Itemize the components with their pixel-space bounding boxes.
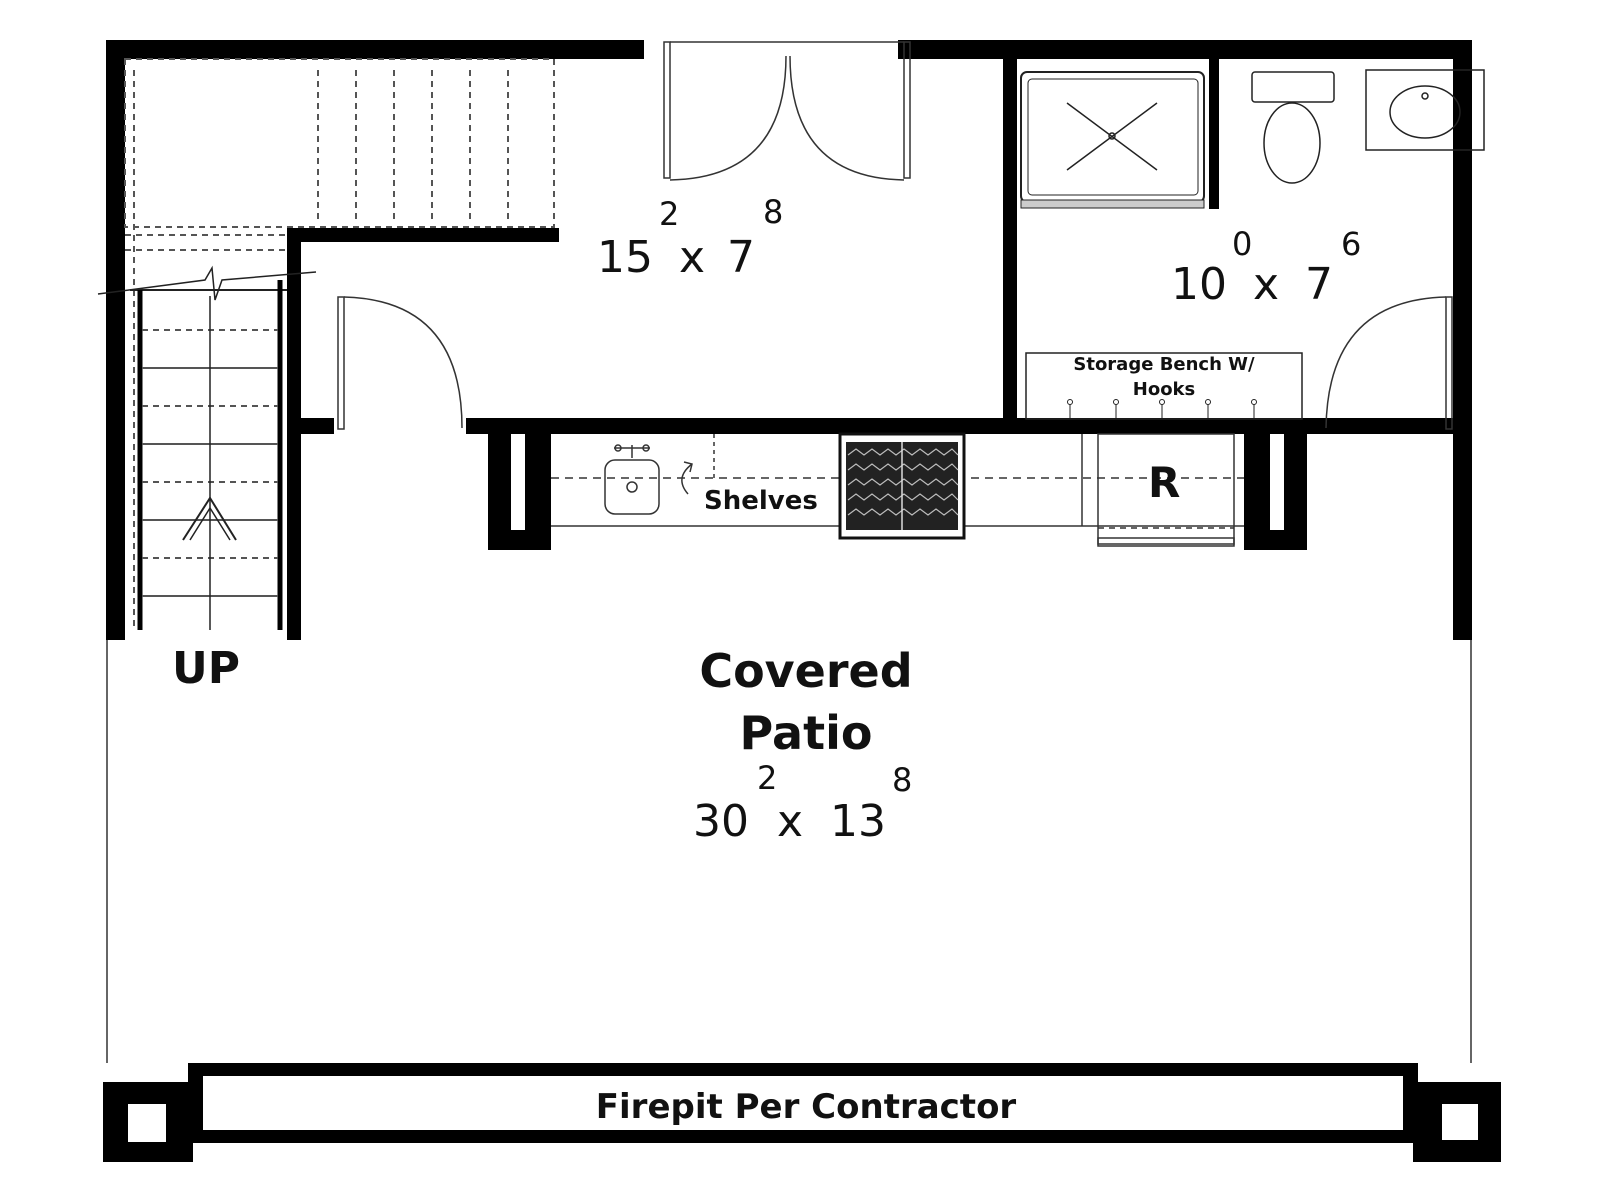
- patio-dim-b-inches: 8: [892, 761, 913, 799]
- door-bathroom: [1325, 296, 1453, 430]
- door-room1: [337, 296, 463, 430]
- storage-bench-label-line1: Storage Bench W/: [1073, 354, 1255, 375]
- patio-outline: [106, 640, 1472, 1063]
- firepit-label: Firepit Per Contractor: [595, 1087, 1017, 1127]
- patio-dim-b: 13: [830, 796, 886, 847]
- patio-name-line2: Patio: [739, 706, 873, 760]
- column-voids: [511, 434, 1284, 530]
- patio-name-line1: Covered: [699, 644, 913, 698]
- room1-dim-x: x: [679, 232, 706, 283]
- bathroom-sink: [1365, 69, 1485, 151]
- stairs-up-label: UP: [172, 643, 240, 694]
- room2-dim-b-inches: 6: [1341, 225, 1362, 263]
- room2-dim-x: x: [1253, 259, 1280, 310]
- storage-bench: [1025, 352, 1303, 420]
- room1-dim-b: 7: [727, 232, 755, 283]
- room2-dim-b: 7: [1305, 259, 1333, 310]
- room1-dim-a-inches: 2: [659, 195, 680, 233]
- room2-dim-a: 10: [1171, 259, 1227, 310]
- room1-dim-a: 15: [597, 232, 653, 283]
- room1-dimension: 15: [597, 236, 653, 280]
- exterior-walls: [106, 40, 1472, 640]
- toilet: [1251, 71, 1335, 184]
- range-grill: [838, 432, 966, 540]
- double-door: [663, 41, 911, 181]
- shower: [1020, 71, 1205, 209]
- refrigerator-label: R: [1148, 458, 1181, 507]
- room1-dim-b-inches: 8: [763, 193, 784, 231]
- interior-walls: [287, 59, 1470, 640]
- patio-dim-a: 30: [693, 796, 749, 847]
- shelves-label: Shelves: [704, 486, 818, 516]
- storage-bench-label-line2: Hooks: [1132, 379, 1196, 400]
- patio-dim-x: x: [777, 796, 804, 847]
- staircase: [97, 58, 555, 630]
- room2-dim-a-inches: 0: [1232, 225, 1253, 263]
- patio-dim-a-inches: 2: [757, 759, 778, 797]
- firepit-voids: [128, 1076, 1478, 1142]
